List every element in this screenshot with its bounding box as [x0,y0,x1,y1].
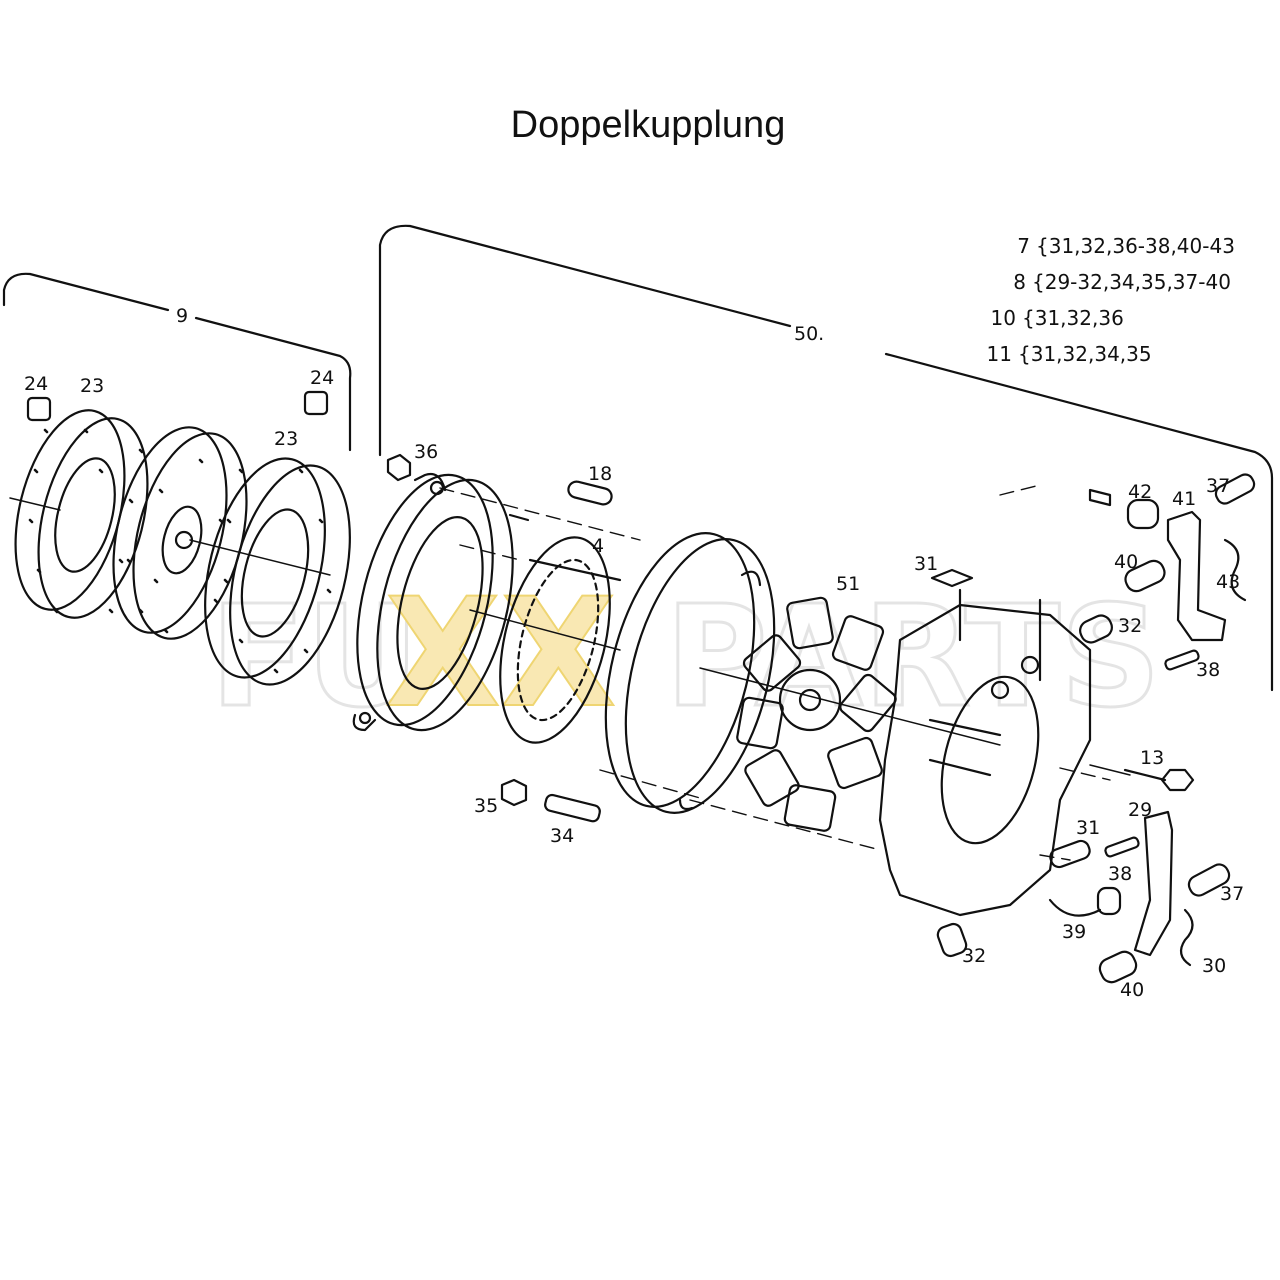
legend-parts: {31,32,34,35 [1018,342,1152,366]
group-9-bracket [2,272,352,452]
legend-parts: {31,32,36 [1022,306,1124,330]
svg-text:PARTS: PARTS [665,576,1161,739]
callout-37: 37 [1206,475,1230,497]
kit-legend: 7 {31,32,36-38,40-43 8 {29-32,34,35,37-4… [987,234,1235,366]
cerametallic-disc [736,596,897,832]
callout-40: 40 [1114,551,1138,573]
callout-38: 38 [1108,863,1132,885]
callout-38: 38 [1196,659,1220,681]
legend-parts: {29-32,34,35,37-40 [1032,270,1231,294]
callout-37: 37 [1220,883,1244,905]
callout-30: 30 [1202,955,1226,977]
toothed-ring [499,536,611,744]
legend-num: 11 [987,342,1012,366]
small-hardware [26,390,1256,984]
pressure-plate [352,472,514,732]
callout-39: 39 [1062,921,1086,943]
callout-43: 43 [1216,571,1240,593]
part-callouts: 24 23 24 23 36 18 4 51 31 42 41 37 40 43… [24,367,1244,1001]
callout-40: 40 [1120,979,1144,1001]
watermark: FU XX PARTS [209,566,1163,742]
release-levers [1133,510,1227,957]
group-9-label: 9 [176,305,188,327]
center-axis-line [9,497,1131,776]
callout-36: 36 [414,441,438,463]
callout-24: 24 [24,373,48,395]
callout-18: 18 [588,463,612,485]
legend-num: 10 [991,306,1016,330]
callout-29: 29 [1128,799,1152,821]
callout-23: 23 [80,375,104,397]
callout-51: 51 [836,573,860,595]
group-50-bracket [378,224,1274,692]
legend-num: 7 [1017,234,1030,258]
callout-41: 41 [1172,488,1196,510]
callout-32: 32 [1118,615,1142,637]
clutch-housing [878,588,1092,917]
callout-23: 23 [274,428,298,450]
callout-42: 42 [1128,481,1152,503]
group-50-label: 50. [794,323,824,345]
callout-4: 4 [592,535,604,557]
legend-num: 8 [1013,270,1026,294]
callout-31: 31 [914,553,938,575]
callout-31: 31 [1076,817,1100,839]
friction-disc-right [204,457,351,686]
dashed-guide-lines [439,484,1111,861]
callout-24: 24 [310,367,334,389]
legend-parts: {31,32,36-38,40-43 [1036,234,1235,258]
disc-rivet-holes [28,428,332,674]
callout-32: 32 [962,945,986,967]
clutch-plate [604,532,776,814]
page-title: Doppelkupplung [510,104,786,146]
svg-text:FU: FU [210,576,419,739]
callout-13: 13 [1140,747,1164,769]
callout-35: 35 [474,795,498,817]
callout-34: 34 [550,825,574,847]
